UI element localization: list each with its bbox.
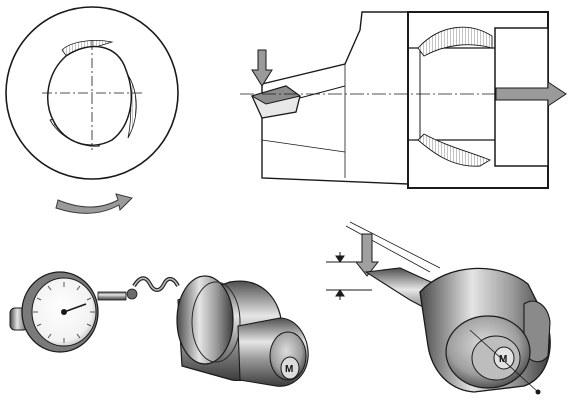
m-label-right: M — [499, 354, 507, 365]
hatched-removal-upper — [417, 26, 493, 57]
curved-arrow-icon — [55, 193, 133, 214]
side-section-view — [240, 11, 567, 189]
probe-spring-highlight — [133, 277, 179, 291]
m-label-left: M — [285, 364, 293, 375]
tool-shank — [261, 11, 409, 185]
spindle-axis-line — [469, 329, 539, 393]
down-arrow-icon — [251, 49, 273, 87]
shank-edge-lower — [261, 139, 346, 153]
spindle-flange — [176, 275, 234, 365]
cutting-insert-top — [250, 85, 302, 105]
guide-line-b — [349, 221, 441, 269]
down-arrow-icon — [354, 233, 380, 277]
polygon-bore-profile — [47, 45, 133, 146]
axis-end-point — [535, 389, 541, 395]
probe-spring — [132, 276, 180, 292]
dial-gauge-icon — [9, 271, 138, 353]
cross-section-view — [5, 6, 179, 180]
tool-holder-view: M — [326, 221, 551, 395]
guide-line-a — [345, 225, 431, 273]
hatched-removal-lower — [417, 133, 492, 167]
measurement-view: M — [9, 271, 309, 387]
right-arrow-icon — [495, 81, 567, 107]
